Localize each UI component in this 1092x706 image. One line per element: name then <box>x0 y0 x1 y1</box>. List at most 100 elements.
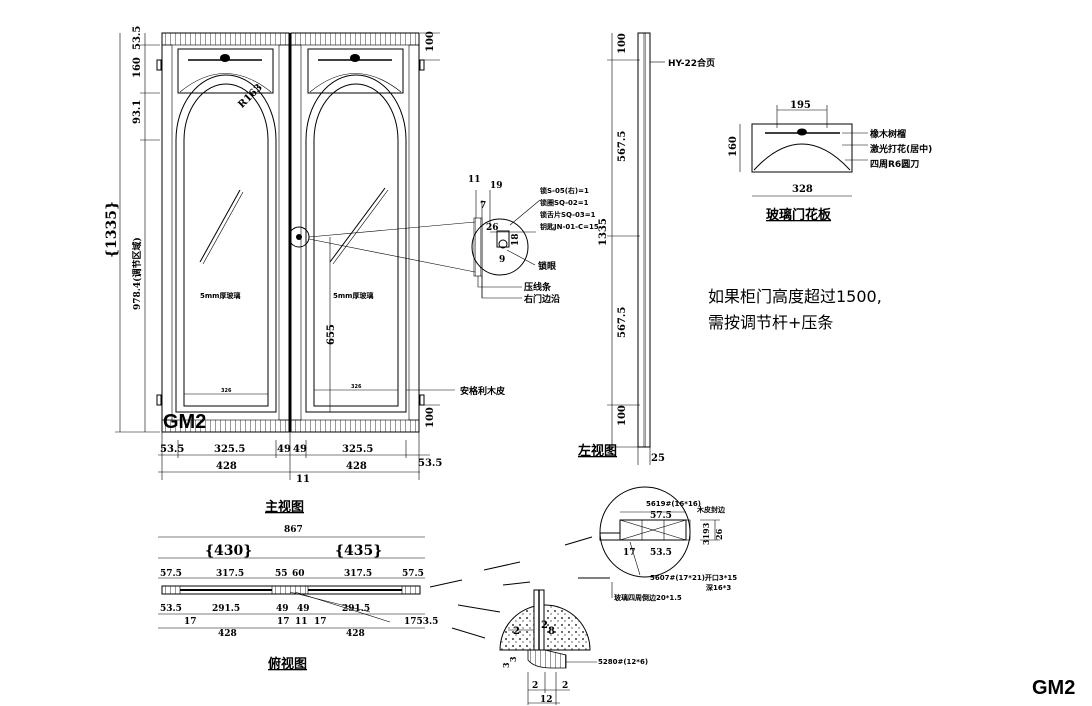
side-dim-100-top: 100 <box>617 33 628 54</box>
section-note-2: 深16*3 <box>706 583 731 592</box>
front-view-label: GM2 <box>163 411 206 433</box>
top-overall: 867 <box>284 525 303 535</box>
lock-detail: 11 19 7 26 18 9 锁S-05(右)=1 锁圈SQ-02=1 锁舌片… <box>308 175 599 305</box>
dim-top-rail: 53.5 <box>132 26 143 50</box>
radius-label: R163 <box>236 82 264 110</box>
section-b-d2a: 2 <box>513 626 520 637</box>
glass-label-right: 5mm厚玻璃 <box>333 291 373 300</box>
lock-dim-9: 9 <box>499 255 505 265</box>
top-r1-a: 57.5 <box>160 569 182 579</box>
lock-note-3: 锁舌片SQ-03=1 <box>539 210 596 219</box>
hinge-label: HY-22合页 <box>668 57 715 69</box>
lock-dim-19: 19 <box>490 181 503 191</box>
lock-note-2: 锁圈SQ-02=1 <box>539 198 589 207</box>
section-b-b2b: 2 <box>562 681 568 691</box>
glass-label-left: 5mm厚玻璃 <box>200 291 240 300</box>
side-dim-567a: 567.5 <box>617 131 628 162</box>
note-line-2: 需按调节杆+压条 <box>708 313 833 332</box>
section-d17: 17 <box>623 548 636 558</box>
side-dim-567b: 567.5 <box>617 307 628 338</box>
section-b-d2b: 2 <box>541 620 548 631</box>
top-view-title: 俯视图 <box>268 656 307 672</box>
handle-height: 655 <box>326 324 337 345</box>
top-leaf-left: {430} <box>205 543 252 559</box>
top-r1-b: 317.5 <box>216 569 244 579</box>
side-view-title: 左视图 <box>578 443 617 459</box>
dim-overall-height: {1335} <box>104 201 120 258</box>
dim-arch: 93.1 <box>132 100 143 124</box>
top-r3-b: 428 <box>218 629 237 639</box>
glass-panel-left <box>175 74 277 413</box>
section-d53: 53.5 <box>650 548 672 558</box>
lock-dim-11: 11 <box>468 175 481 185</box>
side-dim-100-bottom: 100 <box>617 405 628 426</box>
front-view: 5mm厚玻璃 5mm厚玻璃 R163 326 326 655 安格利木皮 53.… <box>104 26 506 515</box>
section-d57: 57.5 <box>650 511 672 521</box>
top-r2-a: 53.5 <box>160 604 182 614</box>
dim-adjust: 978.4(调节区域) <box>131 237 143 310</box>
section-b-d8: 8 <box>548 626 555 637</box>
section-b-d3: 3 <box>501 662 511 668</box>
dim-bottom-panel-left: 325.5 <box>214 444 245 455</box>
front-view-title: 主视图 <box>265 499 304 515</box>
flower-panel-title: 玻璃门花板 <box>766 207 832 223</box>
side-view: HY-22合页 100 567.5 1335 567.5 100 左视图 25 <box>578 32 715 465</box>
dim-bottom-leaf-left: 428 <box>216 461 237 472</box>
top-r3-f: 428 <box>346 629 365 639</box>
section-b-d3b: 3 <box>508 656 518 662</box>
top-r2-c: 49 <box>276 604 289 614</box>
section-veneer: 木皮封边 <box>696 505 726 514</box>
inner-width-left: 326 <box>221 388 232 394</box>
top-r3-c: 17 <box>277 617 290 627</box>
lock-note-4: 钥匙JN-01-C=15 <box>540 222 599 231</box>
section-note-3: 玻璃四周倒边20*1.5 <box>614 593 682 602</box>
top-leaf-right: {435} <box>335 543 382 559</box>
flower-note-2: 激光打花(居中) <box>870 143 932 155</box>
top-r3-e: 17 <box>314 617 327 627</box>
top-view: 867 {430} {435} 57.5 317.5 55 60 317.5 5… <box>158 525 438 672</box>
section-d26: 26 <box>714 528 724 540</box>
flower-note-1: 橡木树榴 <box>870 128 906 140</box>
section-b-b12: 12 <box>540 695 553 705</box>
inner-width-right: 326 <box>351 384 362 390</box>
flower-width-bottom: 328 <box>792 184 813 195</box>
top-r1-e: 317.5 <box>344 569 372 579</box>
dim-bottom-leaf-right: 428 <box>346 461 367 472</box>
side-thickness: 25 <box>651 453 665 464</box>
section-note-1: 5607#(17*21)开口3*15 <box>650 574 737 582</box>
dim-bottom-panel-right: 325.5 <box>342 444 373 455</box>
lock-dim-7: 7 <box>480 201 486 211</box>
top-r3-a: 17 <box>184 617 197 627</box>
dim-bottom-mid-left: 49 <box>277 444 291 455</box>
note-line-1: 如果柜门高度超过1500, <box>708 287 882 306</box>
top-r2-e: 291.5 <box>342 604 370 614</box>
top-r2-d: 49 <box>297 604 310 614</box>
door-edge-label: 右门边沿 <box>523 293 560 305</box>
lock-dim-18: 18 <box>511 233 521 246</box>
dim-flower-rail: 160 <box>132 57 143 78</box>
flower-height: 160 <box>728 136 739 157</box>
top-r1-c: 55 <box>275 569 288 579</box>
dim-bottom-gap: 11 <box>296 474 310 485</box>
flower-width-top: 195 <box>790 100 811 111</box>
section-b-b2a: 2 <box>532 681 538 691</box>
top-r1-f: 57.5 <box>402 569 424 579</box>
corner-label: GM2 <box>1032 677 1075 699</box>
top-r1-d: 60 <box>292 569 305 579</box>
dim-bottom-mid-right: 49 <box>293 444 307 455</box>
section-profile-top: 5619#(16*16) <box>646 500 701 508</box>
section-d319: 3193 <box>701 522 711 545</box>
dim-right-bottom: 100 <box>425 407 436 428</box>
callout-lines <box>429 536 610 639</box>
section-profile-bottom: 5280#(12*6) <box>598 658 648 666</box>
section-detail-top: 5619#(16*16) 木皮封边 57.5 53.5 17 3193 26 5… <box>599 486 737 602</box>
lock-eye-label: 锁眼 <box>538 260 556 272</box>
strip-label: 压线条 <box>524 281 552 293</box>
side-dim-1335: 1335 <box>598 218 609 246</box>
section-detail-bottom: 2 2 8 3 3 5280#(12*6) 2 2 12 <box>499 589 648 705</box>
glass-panel-right <box>305 74 407 413</box>
dim-bottom-side-right: 53.5 <box>418 458 442 469</box>
top-r3-d: 11 <box>295 617 308 627</box>
veneer-label: 安格利木皮 <box>460 385 506 397</box>
